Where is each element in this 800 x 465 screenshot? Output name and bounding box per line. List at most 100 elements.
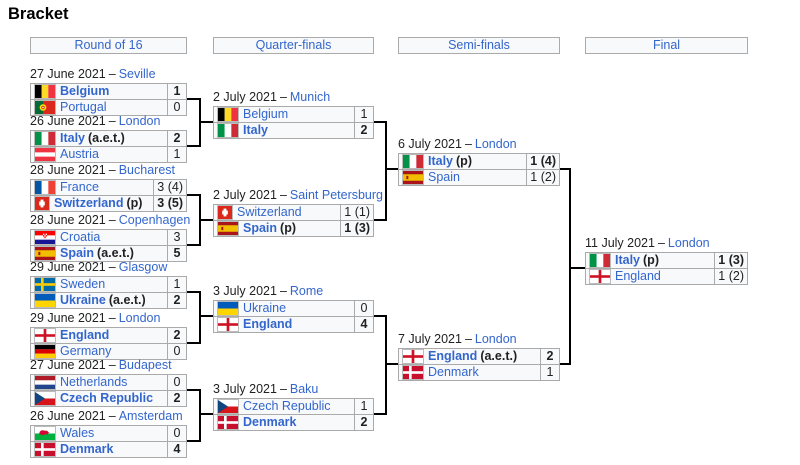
team-link[interactable]: Switzerland: [237, 205, 302, 219]
team-link[interactable]: Spain: [60, 246, 95, 260]
team-score: 1 (2): [714, 269, 747, 284]
team-link[interactable]: Germany: [60, 344, 112, 358]
team-suffix: (p): [126, 196, 143, 210]
match-city-link[interactable]: Glasgow: [118, 260, 168, 274]
team-score: 2: [354, 415, 373, 430]
team-link[interactable]: Belgium: [243, 107, 289, 121]
match-city-link[interactable]: Rome: [289, 284, 324, 298]
team-suffix: (a.e.t.): [108, 293, 146, 307]
team-link[interactable]: Czech Republic: [60, 391, 154, 405]
match-city-link[interactable]: London: [474, 137, 517, 151]
connector-line: [385, 315, 387, 415]
round-header-label[interactable]: Round of 16: [74, 38, 143, 52]
match-city-link[interactable]: Munich: [289, 90, 331, 104]
team-link[interactable]: Netherlands: [60, 375, 128, 389]
team-link[interactable]: Portugal: [60, 100, 107, 114]
match-date-text: 2 July 2021: [213, 188, 277, 202]
wales-flag-icon: [34, 426, 56, 441]
match-city-link[interactable]: Saint Petersburg: [289, 188, 383, 202]
team-link[interactable]: Spain: [243, 221, 278, 235]
date-separator: –: [108, 114, 116, 128]
connector-line: [385, 168, 398, 170]
date-separator: –: [279, 188, 287, 202]
team-link[interactable]: Czech Republic: [243, 399, 331, 413]
portugal-flag-icon: [34, 100, 56, 115]
team-row: Denmark 1: [399, 364, 559, 380]
team-row: Spain(p)1 (3): [214, 220, 373, 236]
belgium-flag-icon: [217, 107, 239, 122]
team-link[interactable]: Austria: [60, 147, 99, 161]
sweden-flag-icon: [34, 277, 56, 292]
date-separator: –: [279, 90, 287, 104]
connector-line: [385, 121, 387, 221]
connector-line: [560, 168, 571, 170]
germany-flag-icon: [34, 344, 56, 359]
team-link[interactable]: Italy: [243, 123, 269, 137]
england-flag-icon: [402, 349, 424, 364]
connector-line: [385, 363, 398, 365]
team-link[interactable]: Croatia: [60, 230, 101, 244]
match-city-link[interactable]: Bucharest: [118, 163, 175, 177]
team-link[interactable]: Italy: [60, 131, 86, 145]
croatia-flag-icon: [34, 230, 56, 245]
match-date: 26 June 2021–Amsterdam: [30, 410, 183, 423]
team-link[interactable]: France: [60, 180, 99, 194]
team-link[interactable]: Wales: [60, 426, 95, 440]
team-link[interactable]: England: [615, 269, 661, 283]
match-date: 6 July 2021–London: [398, 138, 517, 151]
connector-line: [374, 121, 387, 123]
match-city-link[interactable]: London: [667, 236, 710, 250]
match-date-text: 28 June 2021: [30, 213, 106, 227]
match-date-text: 11 July 2021: [585, 236, 655, 250]
round-header-label[interactable]: Final: [652, 38, 681, 52]
match-city-link[interactable]: London: [474, 332, 517, 346]
team-link[interactable]: England: [243, 317, 293, 331]
connector-line: [374, 219, 387, 221]
team-link[interactable]: Belgium: [60, 84, 110, 98]
match-date: 26 June 2021–London: [30, 115, 160, 128]
team-score: 1: [540, 365, 559, 380]
team-link[interactable]: Italy: [428, 154, 454, 168]
team-link[interactable]: Denmark: [60, 442, 114, 456]
spain-flag-icon: [34, 246, 56, 261]
denmark-flag-icon: [402, 365, 424, 380]
denmark-flag-icon: [217, 415, 239, 430]
team-link[interactable]: Denmark: [428, 365, 479, 379]
match-city-link[interactable]: London: [118, 114, 161, 128]
match-city-link[interactable]: Baku: [289, 382, 319, 396]
match-date: 28 June 2021–Copenhagen: [30, 214, 190, 227]
team-link[interactable]: Denmark: [243, 415, 297, 429]
team-link[interactable]: Italy: [615, 253, 641, 267]
team-suffix: (a.e.t.): [480, 349, 518, 363]
round-header-label[interactable]: Quarter-finals: [255, 38, 332, 52]
match-city-link[interactable]: Budapest: [118, 358, 172, 372]
team-link[interactable]: Sweden: [60, 277, 106, 291]
team-link[interactable]: England: [428, 349, 478, 363]
match-date: 2 July 2021–Saint Petersburg: [213, 189, 383, 202]
match-city-link[interactable]: London: [118, 311, 161, 325]
team-link[interactable]: Spain: [428, 170, 460, 184]
connector-line: [199, 315, 213, 317]
round-header-semi-finals: Semi-finals: [398, 37, 560, 54]
round-header-label[interactable]: Semi-finals: [448, 38, 510, 52]
team-score: 2: [540, 349, 559, 364]
team-link[interactable]: England: [60, 328, 110, 342]
match-city-link[interactable]: Seville: [118, 67, 156, 81]
connector-line: [199, 291, 201, 344]
match-city-link[interactable]: Copenhagen: [118, 213, 191, 227]
connector-line: [187, 291, 201, 293]
team-link[interactable]: Ukraine: [243, 301, 287, 315]
czech-republic-flag-icon: [34, 391, 56, 406]
team-row: Denmark 2: [214, 414, 373, 430]
team-link[interactable]: Ukraine: [60, 293, 106, 307]
match-city-link[interactable]: Amsterdam: [118, 409, 183, 423]
team-link[interactable]: Switzerland: [54, 196, 124, 210]
